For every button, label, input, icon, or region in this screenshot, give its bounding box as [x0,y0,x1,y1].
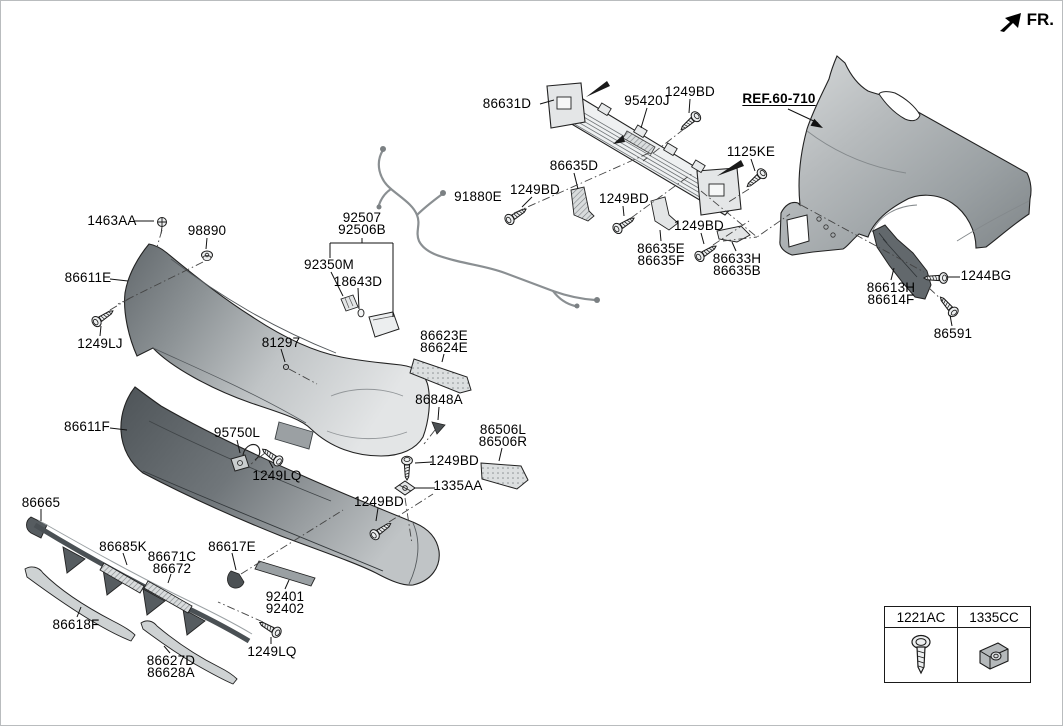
upper-bumper-cover [124,243,430,457]
part-label-86506L-R: 86506L 86506R [478,422,528,449]
legend-header: 1221AC [885,607,957,628]
pad-86671C [143,580,193,614]
reflector-86623E [409,358,472,394]
part-label-86623E-86624E: 86623E 86624E [420,328,468,355]
part-label-1249BD-6: 1249BD [354,494,404,509]
part-label-86627D-86628A: 86627D 86628A [146,653,196,680]
fr-direction-indicator: FR. [999,11,1054,33]
part-label-91880E: 91880E [454,189,502,204]
part-label-86618F: 86618F [52,617,100,632]
part-label-86685K: 86685K [99,539,147,554]
legend-column-1221AC: 1221AC [885,607,957,682]
screw-icon [911,634,931,675]
arrow-95420J [613,135,625,144]
part-label-1249BD-1: 1249BD [665,84,715,99]
license-lamp-assembly [340,294,400,338]
part-label-1244BG: 1244BG [960,268,1012,283]
part-label-18643D: 18643D [333,274,383,289]
part-label-1249LQ-1: 1249LQ [252,468,302,483]
fr-arrow-icon [999,13,1021,32]
part-label-95420J: 95420J [624,93,670,108]
assembly-lines [109,128,944,623]
part-label-1249BD-5: 1249BD [429,453,479,468]
clip-icon [394,480,416,496]
part-label-1249BD-3: 1249BD [599,191,649,206]
part-label-1463AA: 1463AA [87,213,137,228]
pad-86848A [431,421,446,435]
hook-86617E [227,570,245,589]
ref-arrowhead [810,118,823,128]
part-label-86631D: 86631D [482,96,532,111]
clip-icon [979,642,1009,670]
part-label-1249LJ: 1249LJ [77,336,123,351]
bumper-beam [546,81,744,216]
pad-95420J [622,130,656,155]
grommet-81297 [282,363,290,371]
pad-86685K [99,562,145,594]
quarter-panel [779,55,1032,256]
part-label-86591: 86591 [933,326,973,341]
part-label-81297: 81297 [261,335,301,350]
fr-label: FR. [1026,10,1054,29]
part-label-92401-92402: 92401 92402 [265,589,305,616]
part-label-1249BD-2: 1249BD [510,182,560,197]
part-label-98890: 98890 [187,223,227,238]
trim-strip-86618F [24,566,136,642]
trim-strip-92401 [254,560,316,587]
trim-strip-86627D [140,620,238,685]
part-label-86635D: 86635D [549,158,599,173]
leader-lines [40,98,960,654]
part-label-REF-60-710: REF.60-710 [742,91,816,106]
side-bracket-86613H [872,224,932,300]
part-label-1249BD-4: 1249BD [674,218,724,233]
legend-header: 1335CC [958,607,1030,628]
part-label-1249LQ-2: 1249LQ [247,644,297,659]
part-label-86671C-86672: 86671C 86672 [147,549,197,576]
part-label-86665: 86665 [21,495,61,510]
part-label-86617E: 86617E [208,539,256,554]
part-label-86611F: 86611F [64,419,110,434]
fastener-legend: 1221AC 1335CC [884,606,1031,683]
part-label-1335AA: 1335AA [433,478,483,493]
part-label-86635E-F: 86635E 86635F [637,241,685,268]
reflector-86506L [480,462,529,490]
rear-camera [230,443,261,472]
part-label-86848A: 86848A [415,392,463,407]
legend-column-1335CC: 1335CC [957,607,1030,682]
part-label-86633H-B: 86633H 86635B [712,251,762,278]
nut-icon [201,250,213,261]
part-label-92507-92506B: 92507 92506B [338,210,386,237]
part-label-1125KE: 1125KE [726,144,776,159]
part-label-86611E: 86611E [64,270,112,285]
part-label-86613H-86614F: 86613H 86614F [866,280,916,307]
clip-icon [157,217,167,235]
lower-bumper-cover [120,386,440,586]
bracket-86635E [650,196,679,231]
wiring-harness [376,146,600,309]
fasteners [89,109,961,640]
part-label-95750L: 95750L [213,425,261,440]
part-label-92350M: 92350M [304,257,354,272]
bracket-86635D [570,186,595,222]
